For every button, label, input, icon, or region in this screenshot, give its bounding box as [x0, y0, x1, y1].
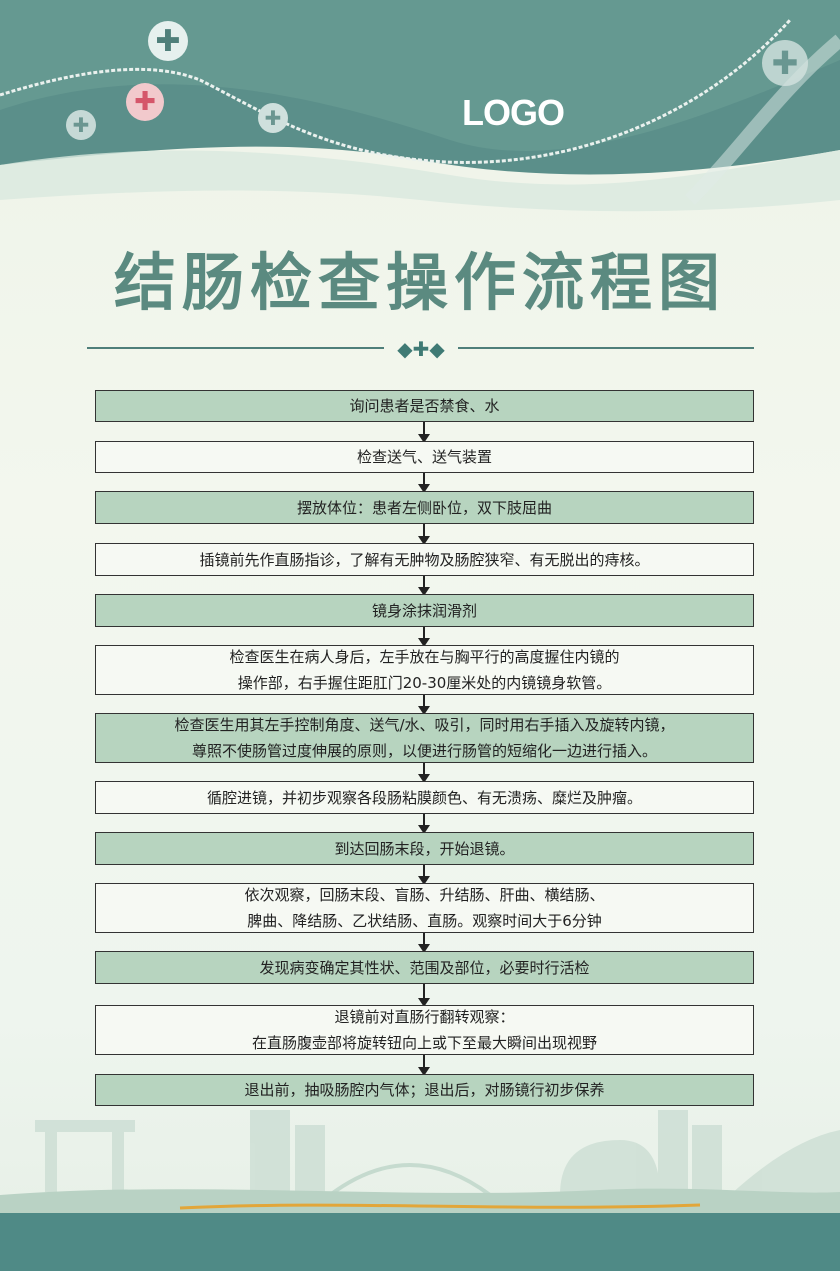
- step-text: 询问患者是否禁食、水: [349, 397, 500, 415]
- arrow-down-icon: [418, 763, 430, 783]
- step-text: 摆放体位：患者左侧卧位，双下肢屈曲: [296, 498, 552, 517]
- divider-left: [87, 347, 384, 349]
- flow-step-9: 到达回肠末段，开始退镜。: [95, 832, 754, 865]
- flow-step-4: 插镜前先作直肠指诊，了解有无肿物及肠腔狭窄、有无脱出的痔核。: [95, 543, 754, 576]
- city-skyline-illustration: [0, 1110, 840, 1215]
- flow-step-10: 依次观察，回肠末段、盲肠、升结肠、肝曲、横结肠、脾曲、降结肠、乙状结肠、直肠。观…: [95, 883, 754, 933]
- arrow-down-icon: [418, 814, 430, 834]
- divider-right: [458, 347, 754, 349]
- arrow-down-icon: [418, 984, 430, 1007]
- step-text: 尊照不使肠管过度伸展的原则，以便进行肠管的短缩化一边进行插入。: [191, 742, 657, 760]
- step-text: 插镜前先作直肠指诊，了解有无肿物及肠腔狭窄、有无脱出的痔核。: [199, 550, 650, 569]
- arrow-down-icon: [418, 1055, 430, 1076]
- step-text: 循腔进镜，并初步观察各段肠粘膜颜色、有无溃疡、糜烂及肿瘤。: [206, 788, 642, 807]
- flow-step-3: 摆放体位：患者左侧卧位，双下肢屈曲: [95, 491, 754, 524]
- step-text: 在直肠腹壶部将旋转钮向上或下至最大瞬间出现视野: [251, 1034, 597, 1052]
- medical-cross-icon: ✚: [126, 83, 164, 121]
- step-text: 脾曲、降结肠、乙状结肠、直肠。观察时间大于6分钟: [247, 912, 602, 930]
- medical-cross-icon: ✚: [66, 110, 96, 140]
- arrow-down-icon: [418, 933, 430, 953]
- flow-step-5: 镜身涂抹润滑剂: [95, 594, 754, 627]
- arrow-down-icon: [418, 422, 430, 443]
- flow-step-6: 检查医生在病人身后，左手放在与胸平行的高度握住内镜的操作部，右手握住距肛门20-…: [95, 645, 754, 695]
- arrow-down-icon: [418, 576, 430, 596]
- arrow-down-icon: [418, 865, 430, 885]
- step-text: 依次观察，回肠末段、盲肠、升结肠、肝曲、横结肠、: [244, 886, 605, 904]
- flow-step-8: 循腔进镜，并初步观察各段肠粘膜颜色、有无溃疡、糜烂及肿瘤。: [95, 781, 754, 814]
- step-text: 操作部，右手握住距肛门20-30厘米处的内镜镜身软管。: [237, 674, 612, 692]
- step-text: 镜身涂抹润滑剂: [371, 601, 477, 620]
- step-text: 到达回肠末段，开始退镜。: [334, 839, 515, 858]
- step-text: 检查送气、送气装置: [356, 448, 492, 466]
- arrow-down-icon: [418, 695, 430, 715]
- flow-step-2: 检查送气、送气装置: [95, 441, 754, 473]
- arrow-down-icon: [418, 473, 430, 493]
- medical-cross-icon: ✚: [762, 40, 808, 86]
- page-title: 结肠检查操作流程图: [113, 246, 726, 319]
- flow-step-7: 检查医生用其左手控制角度、送气/水、吸引，同时用右手插入及旋转内镜， 尊照不使肠管…: [95, 713, 754, 763]
- step-text: 退镜前对直肠行翻转观察：: [334, 1008, 515, 1026]
- wave-background: [0, 0, 840, 212]
- step-text: 检查医生在病人身后，左手放在与胸平行的高度握住内镜的: [229, 648, 620, 666]
- footer-bar: [0, 1213, 840, 1271]
- flow-step-12: 退镜前对直肠行翻转观察： 在直肠腹壶部将旋转钮向上或下至最大瞬间出现视野: [95, 1005, 754, 1055]
- step-text: 发现病变确定其性状、范围及部位，必要时行活检: [259, 958, 590, 977]
- step-text: 检查医生用其左手控制角度、送气/水、吸引，同时用右手插入及旋转内镜，: [174, 716, 675, 734]
- header-banner: ✚ ✚ ✚ ✚ ✚ LOGO: [0, 0, 840, 230]
- step-text: 退出前，抽吸肠腔内气体；退出后，对肠镜行初步保养: [244, 1081, 605, 1099]
- medical-cross-icon: ✚: [258, 103, 288, 133]
- flow-step-1: 询问患者是否禁食、水: [95, 390, 754, 422]
- arrow-down-icon: [418, 524, 430, 545]
- flow-step-11: 发现病变确定其性状、范围及部位，必要时行活检: [95, 951, 754, 984]
- logo: LOGO: [462, 92, 565, 133]
- flow-step-13: 退出前，抽吸肠腔内气体；退出后，对肠镜行初步保养: [95, 1074, 754, 1106]
- arrow-down-icon: [418, 627, 430, 647]
- medical-cross-icon: ✚: [148, 21, 188, 61]
- cross-ornament-icon: ◆✚◆: [397, 337, 445, 361]
